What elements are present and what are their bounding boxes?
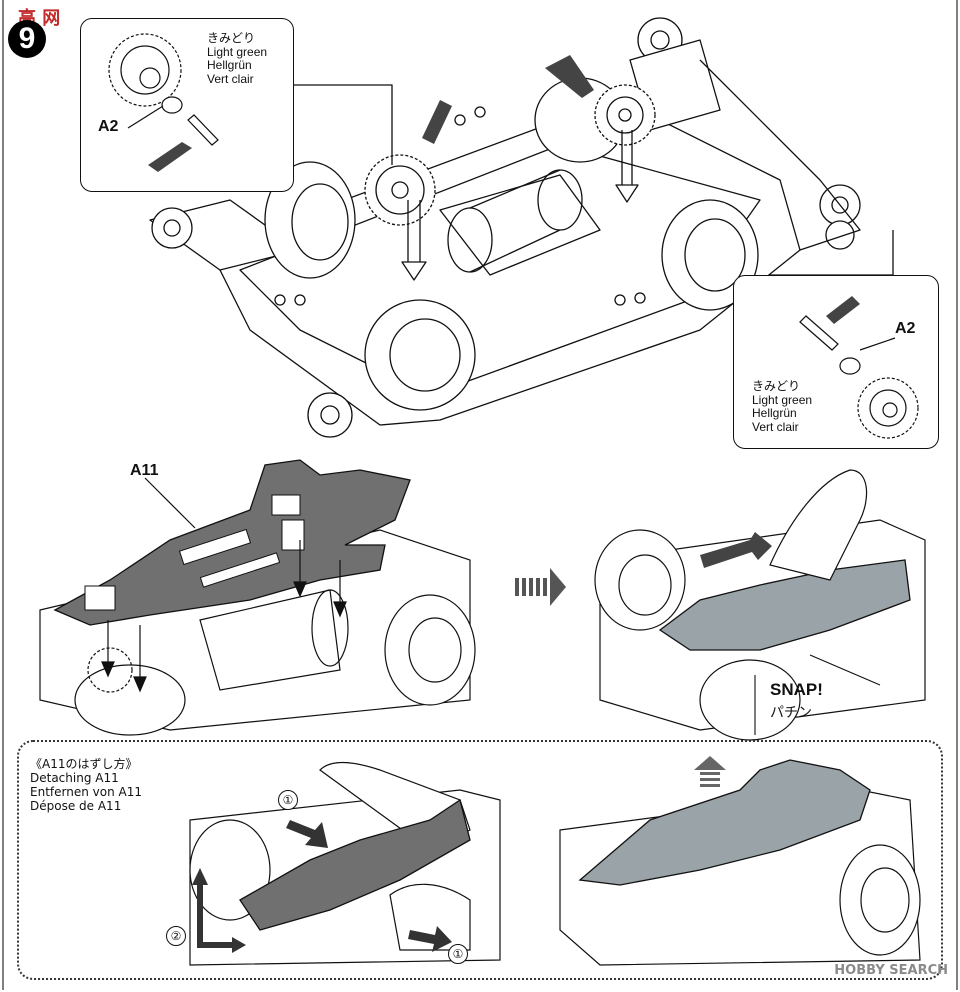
snap-label-jp: パチン: [770, 705, 812, 721]
color-label-de: Hellgrün: [207, 58, 252, 72]
callout-top-left: [80, 18, 294, 192]
detach-title-en: Detaching A11: [30, 771, 119, 785]
step-marker-1-bottom: ①: [448, 944, 468, 964]
detach-title-fr: Dépose de A11: [30, 799, 122, 813]
detach-title-de: Entfernen von A11: [30, 785, 142, 799]
detach-section-frame: [17, 740, 943, 980]
step-marker-2: ②: [166, 926, 186, 946]
color-label-jp: きみどり: [752, 379, 801, 393]
callout-top-left-color: きみどり Light green Hellgrün Vert clair: [207, 31, 268, 86]
snap-label: SNAP!: [770, 680, 823, 699]
detach-title-block: 《A11のはずし方》 Detaching A11 Entfernen von A…: [30, 757, 142, 813]
color-label-de: Hellgrün: [752, 406, 797, 420]
color-label-en: Light green: [207, 44, 268, 59]
color-label-jp: きみどり: [207, 31, 256, 45]
color-label-fr: Vert clair: [752, 419, 799, 434]
color-label-fr: Vert clair: [207, 71, 254, 86]
detach-title-jp: 《A11のはずし方》: [30, 757, 138, 771]
part-label-a2-left: A2: [98, 118, 119, 135]
part-label-a2-right: A2: [895, 320, 916, 337]
color-label-en: Light green: [752, 392, 813, 407]
step-number-badge: 9: [8, 20, 46, 58]
watermark-bottom: HOBBY SEARCH: [834, 963, 948, 978]
callout-right-color: きみどり Light green Hellgrün Vert clair: [752, 379, 813, 434]
step-marker-1-top: ①: [278, 790, 298, 810]
part-label-a11: A11: [130, 462, 159, 479]
